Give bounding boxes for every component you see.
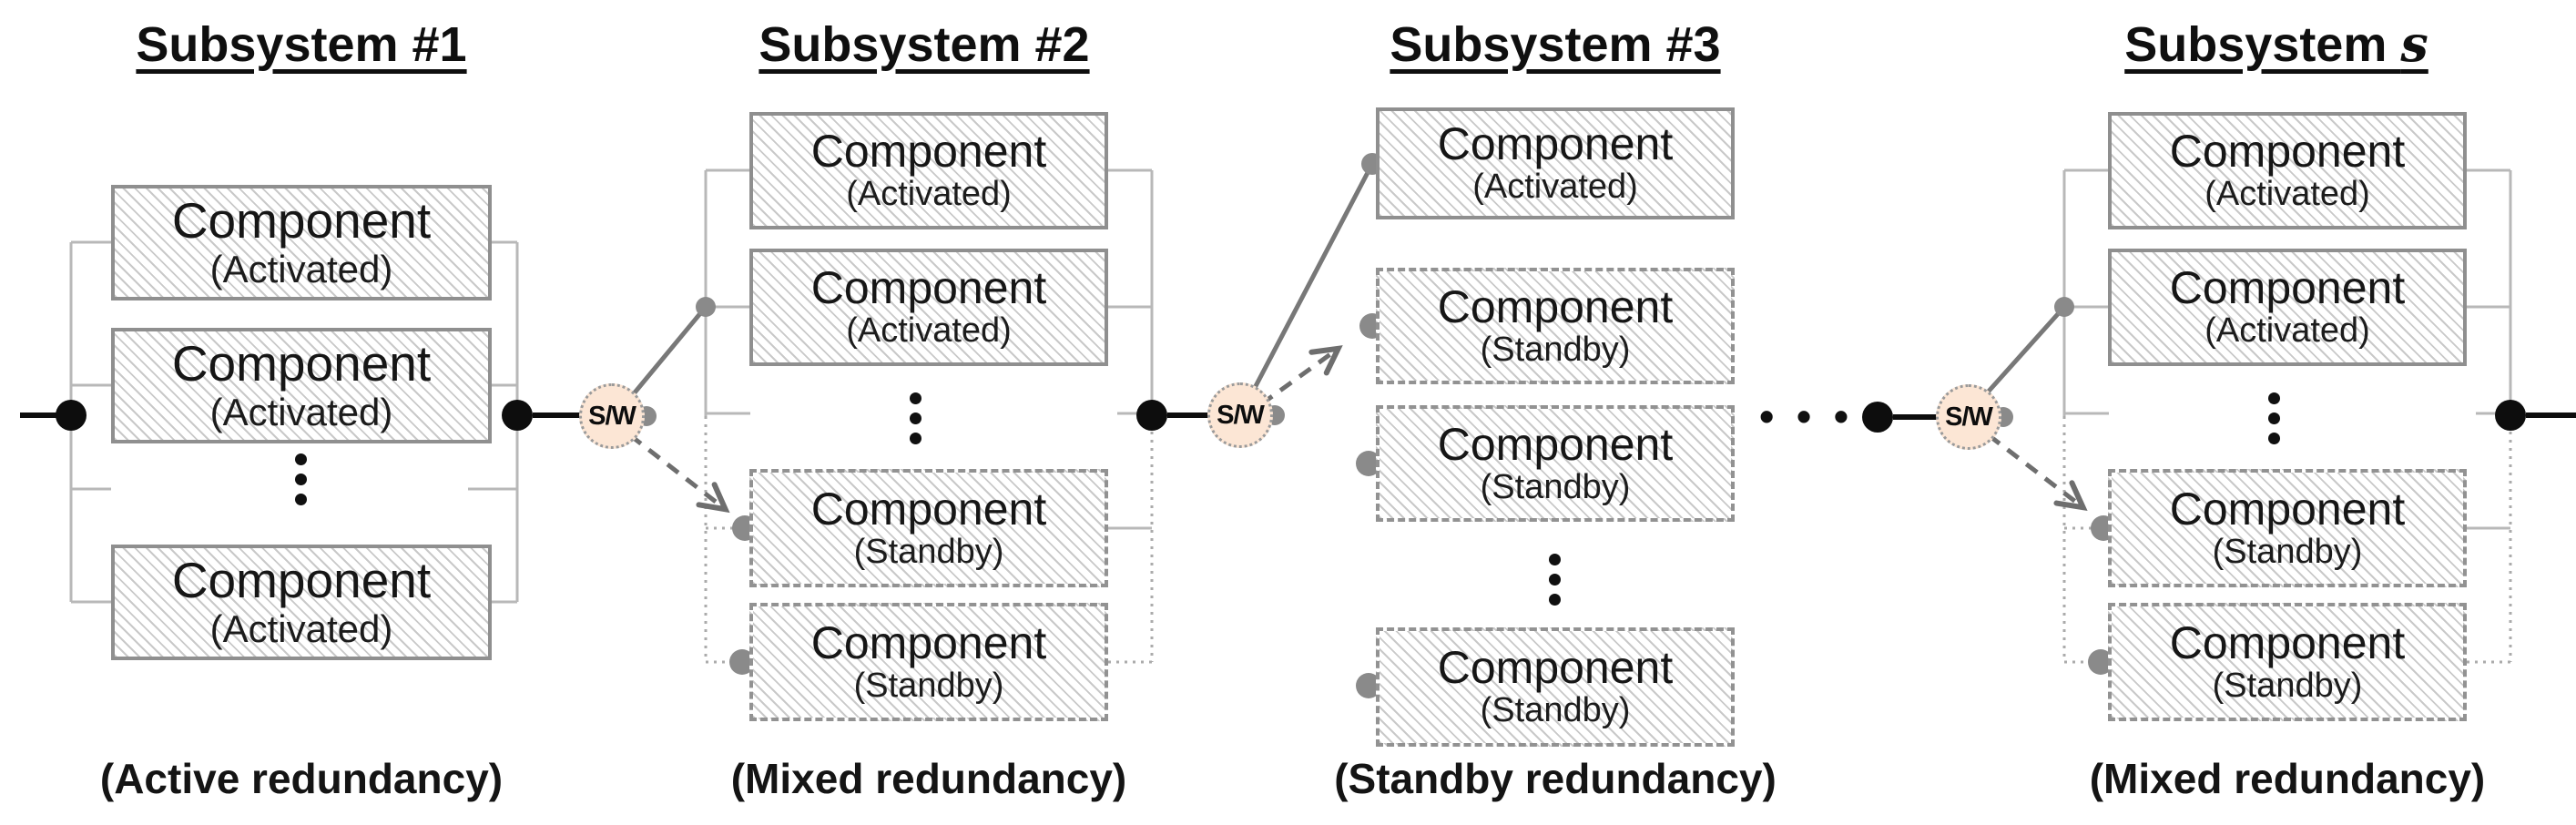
component-state: (Activated)	[1472, 168, 1638, 207]
component-box-activated: Component (Activated)	[111, 545, 492, 660]
junction-dots	[636, 153, 2116, 698]
component-name: Component	[1437, 118, 1674, 170]
title-variable: s	[2400, 15, 2428, 73]
component-box-standby: Component (Standby)	[1376, 627, 1735, 747]
component-name: Component	[171, 335, 432, 392]
switch-active-connectors	[624, 161, 2067, 405]
title-text: Subsystem	[2124, 17, 2401, 72]
component-state: (Activated)	[209, 390, 393, 433]
component-name: Component	[2169, 483, 2406, 535]
terminal-node	[2495, 400, 2526, 431]
terminal-node	[56, 400, 87, 431]
standby-connect-dot	[1356, 451, 1381, 476]
component-box-activated: Component (Activated)	[2108, 112, 2467, 229]
terminal-nodes	[56, 400, 2526, 433]
component-name: Component	[171, 192, 432, 250]
sw2-standby-arrow	[628, 433, 730, 514]
main-axis-lines	[20, 412, 2576, 420]
component-state: (Standby)	[853, 666, 1004, 705]
component-name: Component	[810, 126, 1047, 178]
component-name: Component	[2169, 126, 2406, 178]
subsystem-s-bus	[2062, 168, 2512, 530]
sw3-standby-arrow	[1259, 345, 1343, 407]
subsystem-3-redundancy-label: (Standby redundancy)	[1334, 755, 1777, 802]
component-name: Component	[171, 552, 432, 609]
sws-standby-arrow	[1987, 433, 2088, 512]
subsystem-s-standby-bus	[2062, 415, 2512, 664]
component-state: (Activated)	[2204, 311, 2370, 351]
component-box-activated: Component (Activated)	[111, 328, 492, 443]
subsystem-2-standby-bus	[704, 415, 1154, 664]
component-state: (Standby)	[2212, 532, 2363, 571]
subsystem-1-title: Subsystem #1	[136, 15, 466, 73]
switch-node: S/W	[579, 383, 645, 449]
bus-junction-dot	[696, 297, 716, 317]
component-box-activated: Component (Activated)	[2108, 249, 2467, 366]
more-components-ellipsis	[910, 392, 921, 444]
standby-connect-dot	[2088, 649, 2113, 675]
component-name: Component	[1437, 280, 1674, 332]
terminal-node	[502, 400, 533, 431]
component-box-standby: Component (Standby)	[2108, 469, 2467, 587]
component-box-activated: Component (Activated)	[1376, 107, 1735, 219]
series-continuation-ellipsis: • • •	[1759, 392, 1854, 440]
component-name: Component	[810, 262, 1047, 314]
component-box-activated: Component (Activated)	[749, 112, 1108, 229]
switch-node: S/W	[1936, 384, 2001, 450]
component-name: Component	[1437, 642, 1674, 694]
more-components-ellipsis	[295, 453, 307, 505]
component-box-standby: Component (Standby)	[1376, 268, 1735, 384]
switch-node: S/W	[1207, 382, 1273, 448]
standby-connect-dot	[1356, 673, 1381, 698]
subsystem-3-title: Subsystem #3	[1390, 15, 1720, 73]
more-components-ellipsis	[2268, 392, 2280, 444]
component-box-standby: Component (Standby)	[749, 603, 1108, 721]
switch-standby-arrows	[628, 345, 2088, 514]
component-name: Component	[1437, 418, 1674, 470]
sw2-active-connector	[624, 304, 708, 405]
component-box-standby: Component (Standby)	[2108, 603, 2467, 721]
component-state: (Standby)	[853, 532, 1004, 571]
sw3-active-connector	[1253, 161, 1375, 389]
component-state: (Activated)	[2204, 175, 2370, 214]
component-state: (Standby)	[2212, 666, 2363, 705]
component-state: (Standby)	[1480, 330, 1631, 369]
component-box-standby: Component (Standby)	[1376, 405, 1735, 522]
component-state: (Activated)	[846, 311, 1012, 351]
title-text: Subsystem #2	[759, 17, 1090, 72]
subsystem-2-title: Subsystem #2	[759, 15, 1089, 73]
title-text: Subsystem #1	[136, 17, 467, 72]
bus-junction-dot	[2054, 297, 2074, 317]
subsystem-s-redundancy-label: (Mixed redundancy)	[2089, 755, 2486, 802]
component-name: Component	[810, 616, 1047, 668]
component-name: Component	[2169, 616, 2406, 668]
terminal-node	[1136, 400, 1167, 431]
sws-active-connector	[1982, 304, 2067, 398]
component-state: (Standby)	[1480, 691, 1631, 730]
component-state: (Activated)	[209, 606, 393, 650]
component-box-activated: Component (Activated)	[749, 249, 1108, 366]
component-state: (Standby)	[1480, 467, 1631, 506]
title-text: Subsystem #3	[1390, 17, 1721, 72]
component-state: (Activated)	[846, 175, 1012, 214]
component-box-standby: Component (Standby)	[749, 469, 1108, 587]
component-state: (Activated)	[209, 247, 393, 290]
standby-connect-dot	[729, 649, 755, 675]
subsystem-2-redundancy-label: (Mixed redundancy)	[730, 755, 1127, 802]
component-box-activated: Component (Activated)	[111, 185, 492, 300]
subsystem-s-title: Subsystem s	[2124, 15, 2428, 73]
component-name: Component	[2169, 262, 2406, 314]
component-name: Component	[810, 483, 1047, 535]
more-components-ellipsis	[1549, 554, 1561, 606]
subsystem-1-redundancy-label: (Active redundancy)	[99, 755, 504, 802]
terminal-node	[1862, 402, 1893, 433]
